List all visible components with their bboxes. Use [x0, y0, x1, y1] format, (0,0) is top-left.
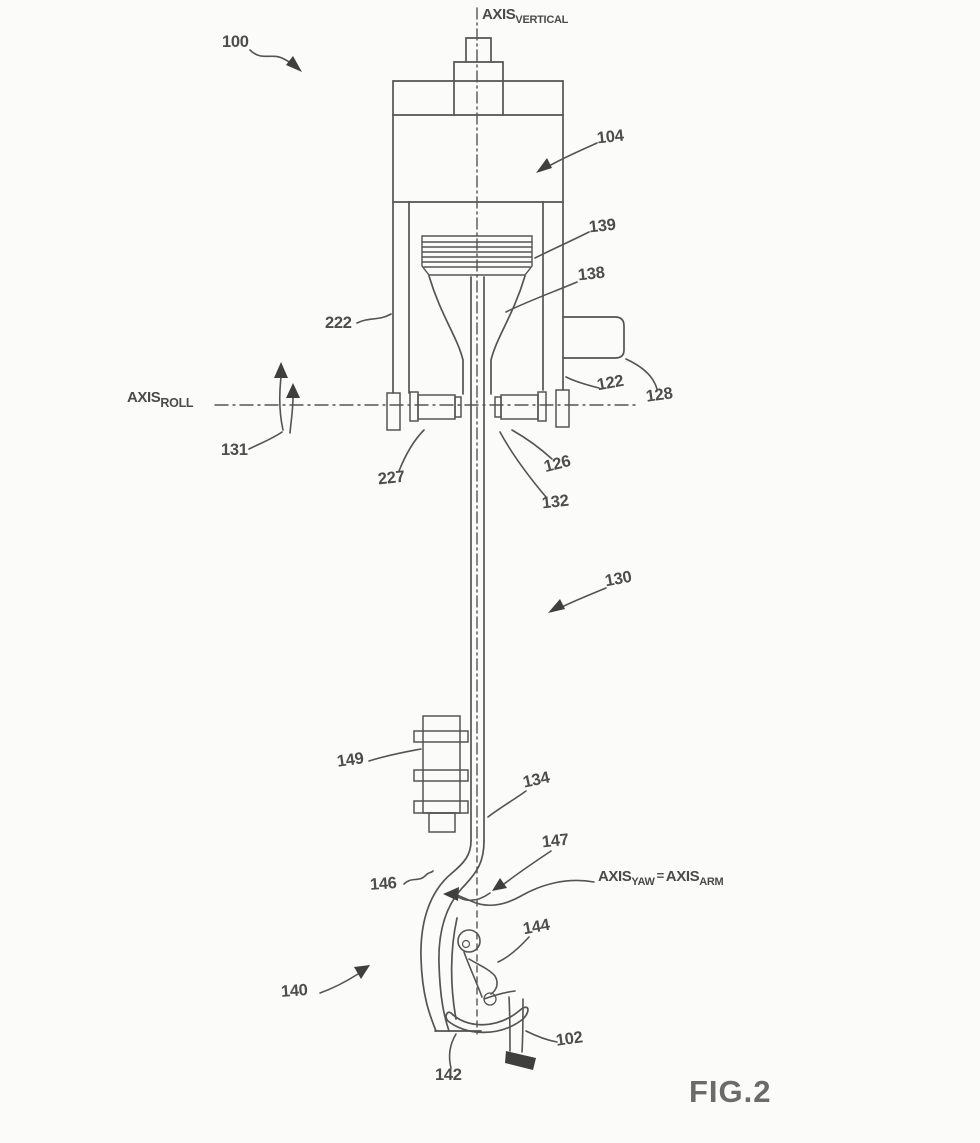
roll-gimbal-pivot [387, 390, 569, 430]
arrowhead-104 [536, 158, 552, 173]
clamp-foot [429, 813, 455, 832]
leader-146 [404, 871, 433, 884]
roll-arrow-shaft [290, 397, 293, 433]
leader-147 [504, 851, 551, 884]
arrowhead-147 [492, 878, 507, 891]
leader-122 [566, 377, 599, 388]
ref-label-100: 100 [222, 33, 249, 51]
ref-label-128: 128 [644, 384, 674, 406]
ref-label-147: 147 [541, 830, 570, 852]
right-outer-ring [538, 392, 546, 421]
roll-arrowhead [286, 383, 300, 398]
motor-housing [393, 38, 624, 393]
ref-label-102: 102 [554, 1028, 584, 1050]
ref-label-139: 139 [588, 215, 617, 237]
occupant-shin-back [522, 999, 523, 1052]
leader-142 [450, 1034, 456, 1068]
vertical-axis-subscript: VERTICAL [515, 14, 569, 26]
leader-140 [320, 974, 358, 993]
left-outer-ring [410, 392, 418, 421]
axis-centerlines [215, 8, 638, 1034]
arm-axis-base: AXIS [665, 868, 700, 885]
leader-yaw-axis-text [455, 880, 594, 905]
vertical-axis-label: AXISVERTICAL [482, 6, 568, 26]
occupant-ear [463, 941, 470, 948]
occupant-thigh [484, 991, 515, 999]
ref-label-227: 227 [377, 467, 406, 489]
yaw-arm-axis-label: AXISYAW=AXISARM [598, 868, 724, 888]
yaw-axis-base: AXIS [598, 868, 632, 885]
leader-222 [357, 314, 391, 323]
roll-axis-base: AXIS [127, 389, 161, 406]
occupant-torso [464, 952, 482, 997]
occupant-shin-front [509, 997, 510, 1051]
funnel-left-edge [429, 276, 463, 394]
axis-equals-sign: = [656, 868, 665, 883]
ref-label-131: 131 [221, 441, 248, 459]
seated-occupant [458, 930, 536, 1070]
arm-axis-subscript: ARM [699, 876, 724, 888]
right-inner-ring [495, 397, 501, 417]
shaft-clamp [414, 716, 468, 832]
arm-outer-edge [421, 841, 471, 1031]
leader-138 [506, 282, 577, 312]
side-tab [563, 317, 624, 358]
top-shaft-stub [466, 38, 491, 62]
ref-label-132: 132 [541, 491, 570, 513]
occupant-foot [505, 1051, 536, 1070]
leader-149 [369, 749, 421, 761]
left-bracket [387, 393, 400, 430]
clamp-flange [414, 731, 468, 742]
leader-132 [500, 432, 546, 497]
leader-128 [626, 359, 657, 389]
arrowhead-130 [548, 599, 565, 613]
roll-arrowhead [274, 362, 288, 378]
vertical-axis-base: AXIS [482, 6, 516, 23]
ref-label-140: 140 [280, 981, 309, 1001]
right-bracket [556, 390, 569, 427]
leader-227 [399, 430, 424, 471]
roll-axis-subscript: ROLL [160, 396, 194, 410]
yaw-rotation-arc [456, 893, 490, 900]
clamp-flange [414, 770, 468, 781]
leader-lines [249, 50, 657, 1068]
ref-label-146: 146 [369, 874, 398, 894]
leader-139 [535, 232, 589, 258]
leader-131 [249, 432, 282, 449]
ref-label-138: 138 [577, 263, 606, 285]
laminated-stack [422, 236, 532, 275]
yaw-axis-subscript: YAW [631, 876, 655, 888]
arm-inner-edge [439, 841, 484, 1031]
leader-144 [498, 937, 529, 962]
stack-outline [422, 236, 532, 275]
occupant-head [458, 930, 480, 952]
occupant-arm [469, 959, 497, 994]
yaw-rotation-arrowhead [443, 887, 459, 901]
figure-caption: FIG.2 [689, 1074, 772, 1109]
support-shaft [471, 277, 484, 841]
roll-arrow-shaft [280, 377, 283, 430]
leader-134 [488, 791, 526, 817]
funnel-cone [429, 276, 525, 394]
arm-and-seat [421, 841, 528, 1032]
leader-102 [526, 1031, 557, 1042]
ref-label-142: 142 [435, 1066, 462, 1084]
leader-126 [512, 430, 552, 459]
left-pivot-cylinder [418, 395, 455, 419]
funnel-right-edge [491, 276, 525, 394]
ref-label-104: 104 [596, 126, 625, 148]
seat-back-cushion [452, 918, 457, 1019]
left-inner-ring [455, 397, 461, 417]
leader-104 [549, 143, 597, 166]
right-pivot-cylinder [501, 395, 538, 419]
leader-130 [562, 588, 606, 607]
roll-axis-label: AXISROLL [127, 389, 194, 410]
top-block [454, 62, 503, 115]
ref-label-222: 222 [325, 314, 352, 332]
ref-label-149: 149 [335, 749, 365, 771]
arrowhead-100 [286, 56, 302, 72]
arrowhead-140 [354, 965, 370, 979]
seat-pan [446, 1007, 528, 1032]
